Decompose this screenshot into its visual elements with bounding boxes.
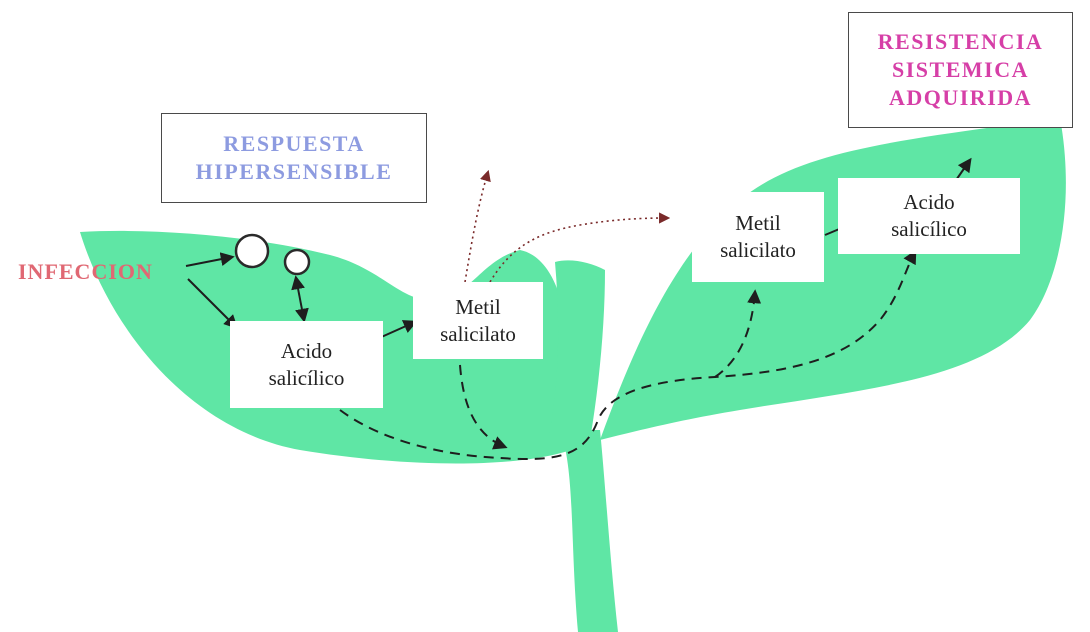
metil-salicilato-right: Metil salicilato xyxy=(692,192,824,282)
resistencia-line-3: ADQUIRIDA xyxy=(888,85,1033,110)
infeccion-label: INFECCION xyxy=(18,259,153,284)
respuesta-hipersensible-box: RESPUESTA HIPERSENSIBLE xyxy=(161,113,427,203)
infection-site-small xyxy=(283,248,311,276)
resistencia-sistemica-box: RESISTENCIA SISTEMICA ADQUIRIDA xyxy=(848,12,1073,128)
arrow-infeccion-acido xyxy=(187,278,238,329)
respuesta-line-1: RESPUESTA xyxy=(223,131,365,156)
dashed-path-main xyxy=(339,249,917,461)
acido-salicilico-right: Acido salicílico xyxy=(838,178,1020,254)
dotted-arrow-right xyxy=(489,212,671,283)
stem xyxy=(560,430,618,632)
respuesta-line-2: HIPERSENSIBLE xyxy=(195,159,393,184)
acido-salicilico-left: Acido salicílico xyxy=(230,321,383,408)
resistencia-line-1: RESISTENCIA xyxy=(877,29,1044,54)
dashed-branch-metil xyxy=(714,289,762,378)
center-stalk xyxy=(548,260,605,440)
metil-salicilato-center: Metil salicilato xyxy=(413,282,543,359)
arrow-infeccion-site xyxy=(185,252,235,267)
arrow-site-acido xyxy=(291,275,309,323)
infection-site-large xyxy=(234,233,270,269)
dotted-arrow-up xyxy=(464,169,491,283)
dashed-branch-stalk xyxy=(459,364,508,450)
right-leaf xyxy=(600,118,1066,440)
resistencia-line-2: SISTEMICA xyxy=(892,57,1029,82)
